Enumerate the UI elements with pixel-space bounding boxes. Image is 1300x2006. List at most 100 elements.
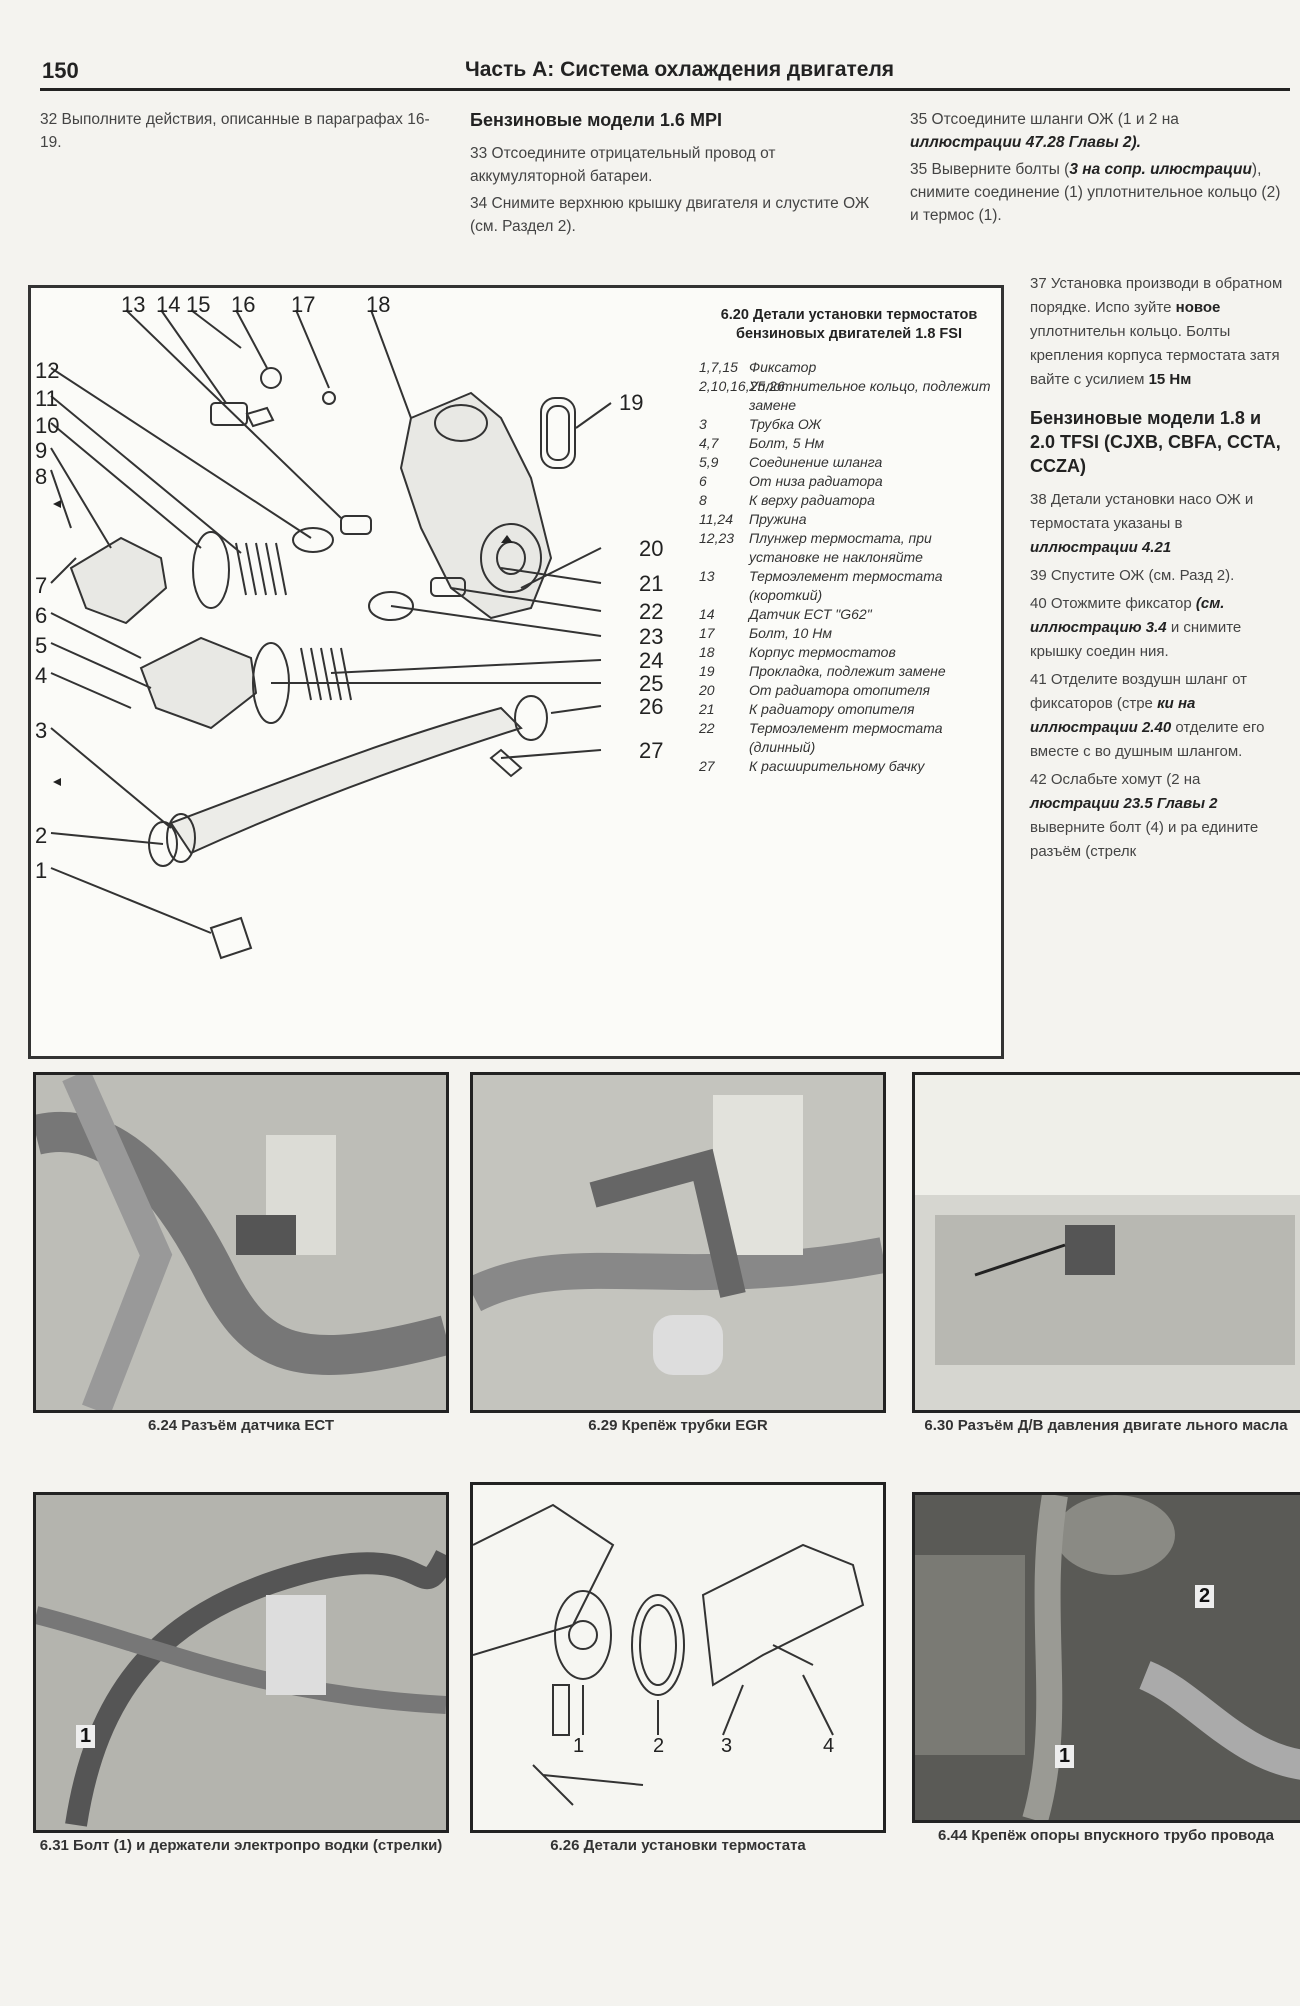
legend-item: 13 Термоэлемент термостата (короткий) (699, 567, 999, 605)
paragraph-38: 38 Детали установки насо ОЖ и термостата… (1030, 491, 1254, 556)
legend-item-number: 13 (699, 568, 715, 584)
callout-1: 1 (35, 858, 48, 883)
paragraph-40: 40 Отожмите фиксатор (см. иллюстрацию 3.… (1030, 595, 1242, 660)
caption-6-29: 6.29 Крепёж трубки EGR (588, 1417, 768, 1434)
callout-18: 18 (366, 292, 391, 317)
legend-item-number: 18 (699, 644, 715, 660)
legend-item: 4,7 Болт, 5 Нм (699, 434, 999, 453)
left-column: 32 Выполните действия, описанные в параг… (40, 108, 440, 158)
legend-item-text: От радиатора отопителя (749, 682, 931, 698)
callout-12: 12 (35, 358, 60, 383)
paragraph-35b: 35 Выверните болты (3 на сопр. илюстраци… (910, 161, 1281, 224)
photo-6-44-label-2: 2 (1195, 1585, 1215, 1608)
legend-item-text: От низа радиатора (749, 473, 883, 489)
legend-item: 11,24 Пружина (699, 510, 999, 529)
legend-item-number: 19 (699, 663, 715, 679)
legend-item-text: Плунжер термостата, при установке не нак… (749, 530, 932, 565)
callout-10: 10 (35, 413, 60, 438)
legend-item: 12,23 Плунжер термостата, при установке н… (699, 529, 999, 567)
paragraph-41: 41 Отделите воздушн шланг от фиксаторов … (1030, 671, 1265, 760)
thermostat-parts-drawing (473, 1485, 883, 1830)
photo-6-30 (912, 1072, 1300, 1413)
diagram-legend: 6.20 Детали установки термостатов бензин… (699, 306, 999, 776)
photo-6-31: 1 (33, 1492, 449, 1833)
callout-17: 17 (291, 292, 316, 317)
photo-6-26-label-1: 1 (573, 1735, 585, 1757)
engine-photo-graphic (915, 1495, 1300, 1820)
legend-item-number: 2,10,16,25,26 (699, 378, 785, 394)
legend-item-number: 5,9 (699, 454, 719, 470)
right-column: 35 Отсоедините шланги ОЖ (1 и 2 на иллюс… (910, 108, 1290, 231)
legend-item-text: Термоэлемент термостата (длинный) (749, 720, 943, 755)
legend-title: 6.20 Детали установки термостатов бензин… (720, 307, 978, 342)
legend-item-text: К верху радиатора (749, 492, 875, 508)
legend-item-number: 21 (699, 701, 715, 717)
paragraph-33: 33 Отсоедините отрицательный провод от а… (470, 145, 776, 185)
callout-4: 4 (35, 663, 48, 688)
legend-item-number: 17 (699, 625, 715, 641)
section-title-tfsi: Бензиновые модели 1.8 и 2.0 TFSI (CJXB, … (1030, 408, 1281, 476)
callout-11: 11 (35, 386, 58, 411)
callout-23: 23 (639, 624, 664, 649)
callout-21: 21 (639, 571, 664, 596)
legend-item: 5,9 Соединение шланга (699, 453, 999, 472)
legend-item-number: 6 (699, 473, 707, 489)
legend-item-number: 12,23 (699, 530, 735, 546)
callout-2: 2 (35, 823, 48, 848)
legend-item-text: Уплотнительное кольцо, подлежит замене (749, 378, 991, 413)
callout-9: 9 (35, 438, 48, 463)
legend-item-text: К радиатору отопителя (749, 701, 915, 717)
legend-item-number: 11,24 (699, 511, 733, 527)
thermostat-exploded-diagram: 13 14 15 16 17 18 12 11 10 9 8 7 6 5 4 3… (28, 285, 1004, 1059)
photo-6-26-label-4: 4 (823, 1735, 835, 1757)
legend-item-number: 14 (699, 606, 715, 622)
callout-14: 14 (156, 292, 181, 317)
callout-7: 7 (35, 573, 48, 598)
page-number: 150 (42, 58, 79, 83)
paragraph-39: 39 Спустите ОЖ (см. Разд 2). (1030, 567, 1235, 584)
page-title: Часть А: Система охлаждения двигателя (465, 58, 895, 81)
legend-item-text: Болт, 10 Нм (749, 625, 832, 641)
paragraph-32: 32 Выполните действия, описанные в параг… (40, 111, 430, 151)
exploded-view-drawing (50, 309, 612, 960)
photo-6-26-label-3: 3 (721, 1735, 733, 1757)
photo-6-31-label-1: 1 (76, 1725, 96, 1748)
callout-3: 3 (35, 718, 48, 743)
engine-photo-graphic (473, 1075, 883, 1410)
middle-column: Бензиновые модели 1.6 MPI 33 Отсоедините… (470, 108, 890, 242)
photo-6-29 (470, 1072, 886, 1413)
callout-15: 15 (186, 292, 211, 317)
legend-item-number: 8 (699, 492, 707, 508)
callout-13: 13 (121, 292, 146, 317)
side-column: 37 Установка производи в обратном порядк… (1030, 272, 1290, 868)
callout-20: 20 (639, 536, 664, 561)
photo-6-44: 2 1 (912, 1492, 1300, 1823)
legend-item-text: Прокладка, подлежит замене (749, 663, 946, 679)
paragraph-35a: 35 Отсоедините шланги ОЖ (1 и 2 на иллюс… (910, 111, 1179, 151)
legend-item-text: Пружина (749, 511, 807, 527)
header-rule (40, 88, 1290, 91)
callout-26: 26 (639, 694, 664, 719)
legend-item-text: Соединение шланга (749, 454, 883, 470)
caption-6-24: 6.24 Разъём датчика ЕСТ (147, 1417, 335, 1434)
legend-item: 19 Прокладка, подлежит замене (699, 662, 999, 681)
paragraph-34: 34 Снимите верхнюю крышку двигателя и сл… (470, 195, 870, 235)
legend-item-number: 4,7 (699, 435, 719, 451)
legend-item-text: Болт, 5 Нм (749, 435, 825, 451)
legend-item-text: Термоэлемент термостата (короткий) (749, 568, 943, 603)
legend-item: 6 От низа радиатора (699, 472, 999, 491)
callout-27: 27 (639, 738, 664, 763)
caption-6-44: 6.44 Крепёж опоры впускного трубо провод… (938, 1827, 1274, 1844)
callout-16: 16 (231, 292, 256, 317)
legend-item: 8 К верху радиатора (699, 491, 999, 510)
legend-item: 21 К радиатору отопителя (699, 700, 999, 719)
callout-8: 8 (35, 464, 48, 489)
paragraph-37: 37 Установка производи в обратном порядк… (1030, 275, 1283, 388)
engine-photo-graphic (36, 1495, 446, 1830)
